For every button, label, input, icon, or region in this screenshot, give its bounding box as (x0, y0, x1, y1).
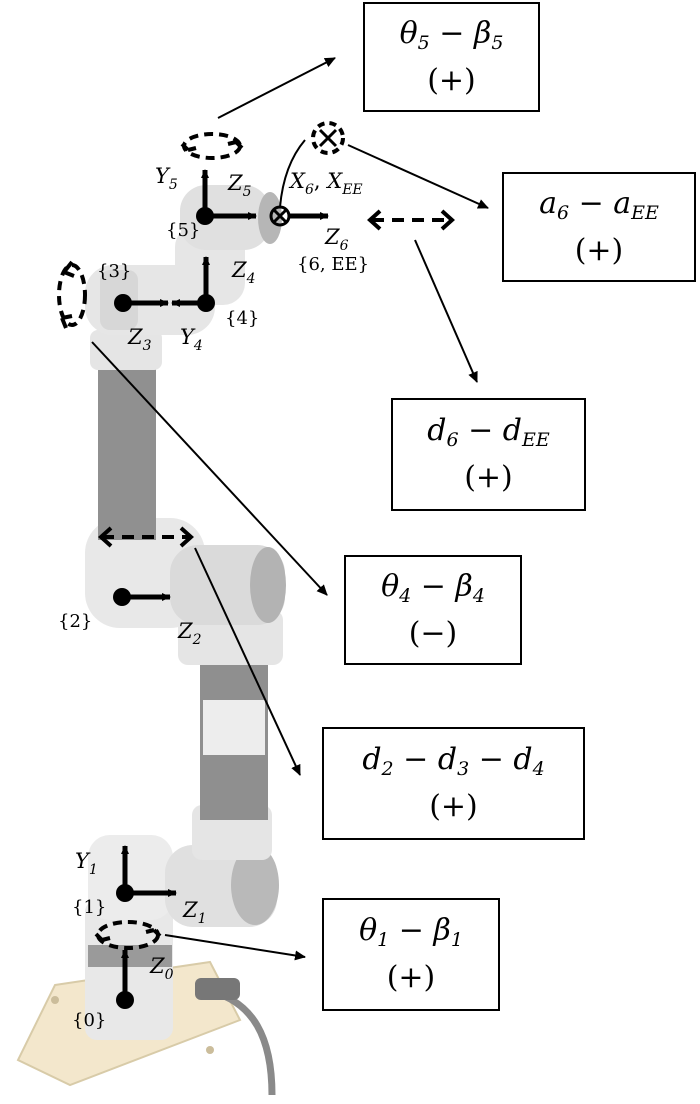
param-box-d2-d3-d4: d2 − d3 − d4 (+) (322, 727, 585, 840)
axis-label-z6: Z6 (324, 225, 349, 254)
robot-arm-image (16, 185, 286, 1096)
param-box-a6-aee: a6 − aEE (+) (502, 172, 696, 282)
param-expression: θ5 − β5 (399, 15, 504, 54)
leader-d2d3d4 (194, 547, 301, 776)
axis-label-z2: Z2 (177, 619, 202, 648)
leader-lines (91, 57, 489, 961)
frame-label-5: {5} (166, 220, 200, 241)
param-sign: (+) (574, 232, 624, 268)
axis-label-z3: Z3 (127, 325, 152, 354)
param-sign: (+) (464, 460, 513, 495)
frame-label-0: {0} (72, 1010, 106, 1031)
rotation-joint6 (311, 121, 345, 155)
leader-a6 (347, 144, 489, 209)
axis-label-z5: Z5 (227, 171, 252, 200)
axis-label-y1: Y1 (75, 849, 98, 878)
axis-label-x6-xee: X6, XEE (288, 169, 363, 198)
param-sign: (+) (386, 960, 436, 995)
axis-labels: Z0 Y1 Z1 Z2 Z3 Y4 Z4 Y5 Z5 X6, XEE Z6 (75, 164, 363, 983)
axis-label-z1: Z1 (182, 898, 207, 927)
leader-d6 (414, 239, 478, 383)
param-expression: a6 − aEE (539, 185, 659, 224)
leader-theta1 (164, 934, 306, 961)
rotation-indicators (57, 121, 345, 950)
frame-labels: {0} {1} {2} {3} {4} {5} {6, EE} (58, 220, 369, 1031)
frame-label-3: {3} (97, 261, 131, 282)
param-expression: θ1 − β1 (359, 913, 463, 951)
param-expression: θ4 − β4 (381, 568, 485, 607)
frame-label-1: {1} (72, 897, 106, 918)
param-expression: d2 − d3 − d4 (362, 742, 545, 780)
translation-indicators (98, 209, 455, 548)
axis-label-y5: Y5 (155, 164, 178, 193)
frame-label-2: {2} (58, 611, 92, 632)
frame-label-6-ee: {6, EE} (297, 254, 369, 275)
axis-label-z4: Z4 (231, 258, 256, 287)
param-expression: d6 − dEE (427, 413, 550, 451)
param-box-theta5-beta5: θ5 − β5 (+) (363, 2, 540, 112)
rotation-joint4 (57, 260, 87, 329)
axis-label-y4: Y4 (180, 325, 203, 354)
param-box-theta1-beta1: θ1 − β1 (+) (322, 898, 500, 1011)
rotation-joint5 (180, 132, 244, 160)
param-box-d6-dee: d6 − dEE (+) (391, 398, 586, 511)
translation-d6 (367, 209, 455, 231)
frame-label-4: {4} (225, 308, 259, 329)
param-box-theta4-beta4: θ4 − β4 (−) (344, 555, 522, 665)
leader-theta4 (91, 341, 328, 596)
param-sign: (+) (429, 789, 478, 824)
leader-theta5 (217, 57, 336, 119)
rotation-joint1 (94, 920, 162, 950)
axis-label-z0: Z0 (149, 954, 174, 983)
frame6-x-axis-curve (279, 139, 306, 208)
translation-d2 (98, 526, 194, 548)
frame-axes (113, 139, 329, 1009)
param-sign: (−) (408, 615, 458, 651)
param-sign: (+) (427, 62, 476, 98)
